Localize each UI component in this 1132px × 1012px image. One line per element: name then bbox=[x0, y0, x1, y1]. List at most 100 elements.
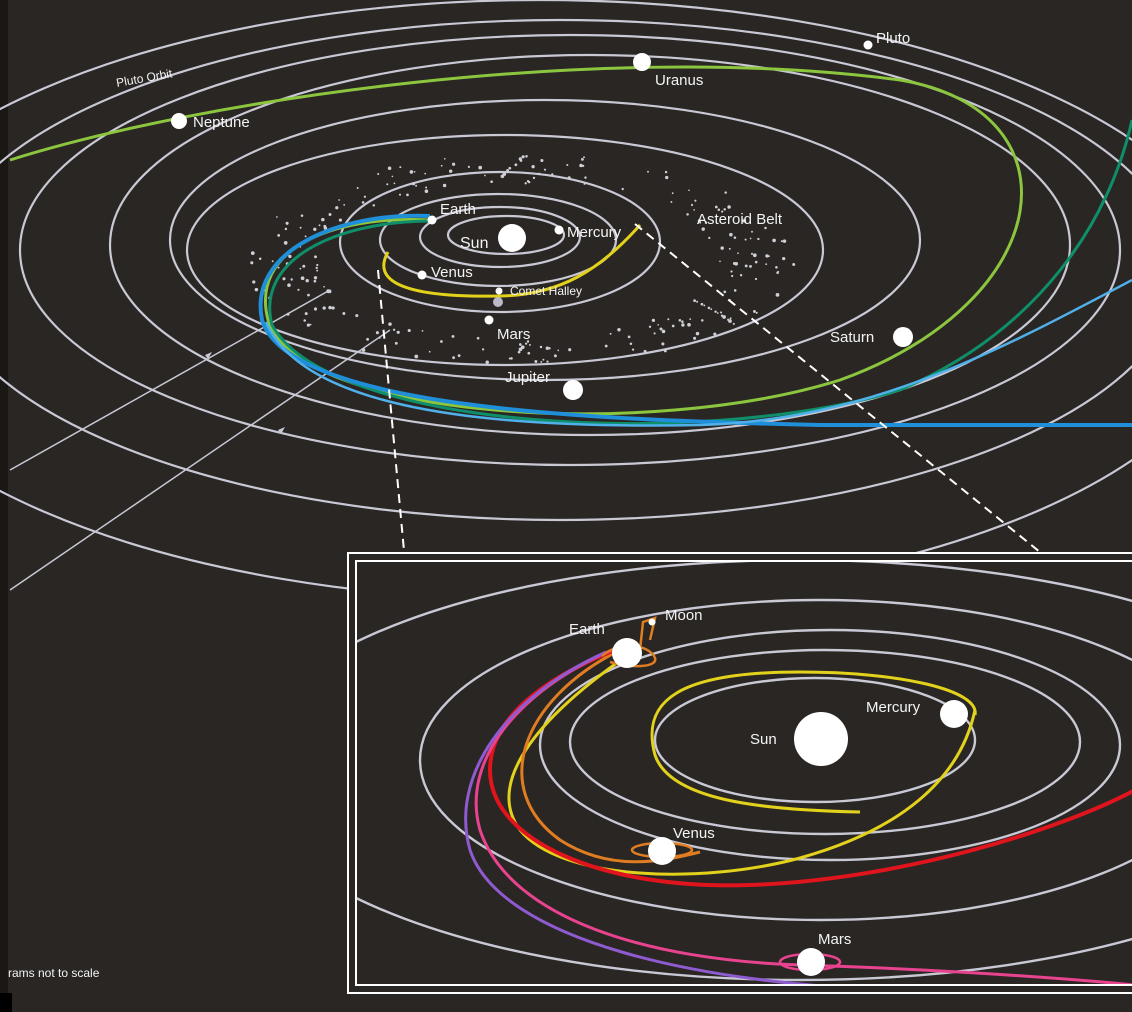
inset-orbit-ring bbox=[653, 676, 977, 804]
asteroid-dot bbox=[302, 264, 306, 268]
sun-label: Sun bbox=[460, 235, 488, 252]
asteroid-dot bbox=[732, 322, 735, 325]
asteroid-dot bbox=[396, 330, 400, 334]
asteroid-dot bbox=[309, 323, 312, 326]
asteroid-dot bbox=[322, 306, 326, 310]
asteroid-dot bbox=[671, 324, 675, 328]
asteroid-dot bbox=[508, 166, 512, 170]
trajectories bbox=[9, 65, 1132, 427]
asteroid-dot bbox=[538, 172, 541, 175]
asteroid-dot bbox=[728, 247, 731, 250]
inset-mars-label: Mars bbox=[818, 931, 851, 948]
asteroid-dot bbox=[734, 261, 739, 266]
earth-marker bbox=[427, 215, 437, 225]
asteroid-dot bbox=[731, 274, 734, 278]
asteroid-dot bbox=[661, 329, 666, 334]
asteroid-dot bbox=[690, 203, 694, 207]
asteroid-dot bbox=[708, 236, 711, 240]
asteroid-dot bbox=[524, 182, 527, 185]
mars-marker bbox=[484, 315, 494, 325]
asteroid-dot bbox=[751, 230, 753, 233]
asteroid-dot bbox=[375, 331, 379, 335]
pluto-orbit-ring bbox=[108, 53, 1072, 437]
inset-content: Earth Moon Mercury Sun Venus Mars bbox=[357, 562, 1132, 984]
inset-sun-marker bbox=[794, 712, 848, 766]
asteroid-dot bbox=[629, 342, 633, 346]
asteroid-dot bbox=[700, 302, 704, 306]
asteroid-dot bbox=[508, 357, 511, 360]
asteroid-dot bbox=[484, 174, 486, 177]
asteroid-dot bbox=[443, 157, 446, 160]
asteroid-dot bbox=[502, 172, 507, 176]
asteroid-dot bbox=[581, 158, 584, 161]
asteroid-dot bbox=[670, 200, 673, 203]
inset-orbit-ring bbox=[357, 562, 1132, 982]
inset-orbit-ring bbox=[538, 628, 1122, 862]
asteroid-dot bbox=[730, 270, 733, 273]
asteroid-dot bbox=[283, 241, 288, 245]
asteroid-dot bbox=[442, 183, 447, 188]
asteroid-dot bbox=[540, 360, 543, 363]
asteroid-dot bbox=[792, 263, 796, 266]
asteroid-dot bbox=[452, 356, 455, 360]
asteroid-dot bbox=[540, 158, 544, 163]
asteroid-dot bbox=[689, 318, 692, 321]
asteroid-dot bbox=[566, 163, 569, 167]
asteroid-dot bbox=[399, 166, 402, 169]
asteroid-dot bbox=[306, 323, 310, 327]
mercury-label: Mercury bbox=[567, 224, 622, 241]
asteroid-dot bbox=[250, 251, 255, 255]
asteroid-dot bbox=[300, 214, 304, 217]
inset-frame-inner bbox=[355, 560, 1132, 986]
asteroid-dot bbox=[318, 224, 321, 227]
asteroid-dot bbox=[744, 264, 748, 268]
asteroid-dot bbox=[720, 311, 723, 314]
asteroid-dot bbox=[254, 287, 259, 292]
asteroid-dot bbox=[723, 290, 727, 294]
asteroid-dot bbox=[415, 184, 418, 187]
asteroid-dot bbox=[707, 306, 711, 310]
asteroid-dot bbox=[490, 180, 493, 183]
asteroid-dot bbox=[428, 350, 431, 353]
left-edge-shadow bbox=[0, 0, 8, 1012]
asteroid-dot bbox=[313, 307, 318, 311]
asteroid-dot bbox=[481, 348, 485, 351]
asteroid-dot bbox=[252, 280, 256, 284]
asteroid-dot bbox=[723, 208, 726, 211]
jupiter-orbit bbox=[168, 98, 922, 382]
asteroid-dot bbox=[729, 317, 732, 320]
asteroid-dot bbox=[424, 172, 427, 175]
asteroid-dot bbox=[526, 340, 530, 343]
asteroid-dot bbox=[388, 322, 392, 326]
asteroid-dot bbox=[678, 318, 682, 322]
asteroid-dot bbox=[284, 227, 288, 231]
asteroid-dot bbox=[721, 210, 724, 213]
asteroid-dot bbox=[643, 349, 647, 353]
asteroid-dot bbox=[647, 170, 649, 173]
asteroid-dot bbox=[287, 283, 291, 287]
comet-halley-nucleus bbox=[493, 297, 503, 307]
asteroid-dot bbox=[518, 157, 522, 161]
asteroid-dot bbox=[545, 346, 549, 350]
asteroid-dot bbox=[387, 166, 392, 170]
asteroid-dot bbox=[621, 187, 624, 191]
asteroid-dot bbox=[338, 218, 342, 222]
asteroid-dot bbox=[532, 176, 536, 180]
asteroid-dot bbox=[377, 172, 380, 176]
asteroid-dot bbox=[553, 354, 557, 358]
asteroid-dot bbox=[440, 164, 443, 167]
saturn-label: Saturn bbox=[830, 329, 874, 346]
asteroid-dot bbox=[414, 354, 419, 359]
asteroid-dot bbox=[659, 327, 663, 331]
asteroid-dot bbox=[290, 278, 293, 281]
main-planets bbox=[171, 40, 913, 400]
asteroid-dot bbox=[313, 279, 317, 283]
teal-trajectory bbox=[268, 119, 1132, 425]
asteroid-dot bbox=[752, 253, 757, 258]
asteroid-dot bbox=[398, 193, 402, 196]
asteroid-dot bbox=[277, 266, 280, 269]
mercury-orbit bbox=[446, 214, 566, 256]
asteroid-dot bbox=[716, 312, 719, 314]
asteroid-dot bbox=[749, 265, 752, 268]
asteroid-dot bbox=[584, 176, 587, 179]
